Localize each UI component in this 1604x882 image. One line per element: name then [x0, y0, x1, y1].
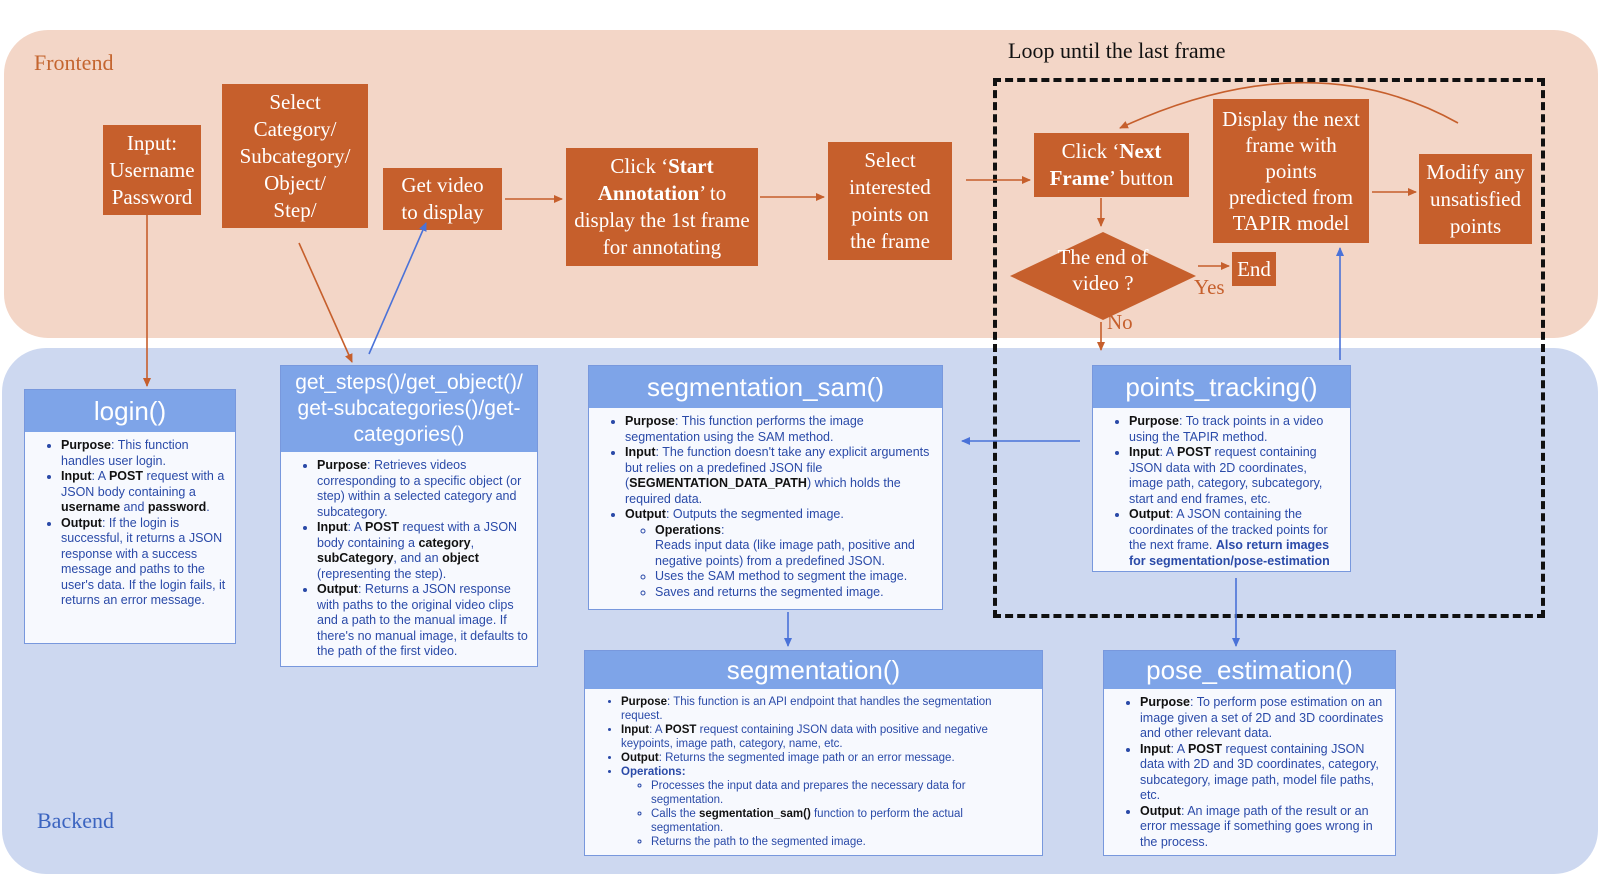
- get-steps-input: Input: A POST request with a JSON body c…: [317, 520, 529, 582]
- loop-region: [993, 78, 1545, 618]
- segmentation-sam-title: segmentation_sam(): [589, 366, 942, 408]
- arrow-loop-back: [1119, 81, 1459, 129]
- points-tracking-input: Input: A POST request containing JSON da…: [1129, 445, 1342, 507]
- segmentation-function-card: segmentation() Purpose: This function is…: [584, 650, 1043, 856]
- points-tracking-purpose: Purpose: To track points in a video usin…: [1129, 414, 1342, 445]
- pose-purpose: Purpose: To perform pose estimation on a…: [1140, 695, 1387, 742]
- points-tracking-output: Output: A JSON containing the coordinate…: [1129, 507, 1342, 569]
- pose-output: Output: An image path of the result or a…: [1140, 804, 1387, 851]
- yes-label: Yes: [1194, 275, 1225, 299]
- pose-estimation-title: pose_estimation(): [1104, 651, 1395, 689]
- pose-input: Input: A POST request containing JSON da…: [1140, 742, 1387, 804]
- get-steps-function-card: get_steps()/get_object()/ get-subcategor…: [280, 365, 538, 667]
- input-credentials-box: Input: Username Password: [103, 125, 201, 215]
- segmentation-sam-operations: Operations: Reads input data (like image…: [655, 523, 934, 570]
- login-title: login(): [25, 390, 235, 432]
- points-tracking-function-card: points_tracking() Purpose: To track poin…: [1092, 365, 1351, 572]
- login-input: Input: A POST request with a JSON body c…: [61, 469, 227, 516]
- segmentation-operations: Operations: Processes the input data and…: [621, 765, 1034, 849]
- segmentation-input: Input: A POST request containing JSON da…: [621, 723, 1034, 751]
- no-label: No: [1107, 310, 1133, 334]
- login-function-card: login() Purpose: This function handles u…: [24, 389, 236, 644]
- get-steps-output: Output: Returns a JSON response with pat…: [317, 582, 529, 660]
- segmentation-title: segmentation(): [585, 651, 1042, 689]
- modify-points-box: Modify any unsatisfied points: [1419, 154, 1532, 244]
- get-video-box: Get video to display: [383, 168, 502, 230]
- segmentation-purpose: Purpose: This function is an API endpoin…: [621, 695, 1034, 723]
- login-output: Output: If the login is successful, it r…: [61, 516, 227, 609]
- end-of-video-decision: [1010, 232, 1196, 320]
- click-start-annotation-box: Click ‘Start Annotation’ to display the …: [566, 148, 758, 266]
- segmentation-sam-purpose: Purpose: This function performs the imag…: [625, 414, 934, 445]
- pose-estimation-function-card: pose_estimation() Purpose: To perform po…: [1103, 650, 1396, 856]
- points-tracking-title: points_tracking(): [1093, 366, 1350, 408]
- click-next-frame-box: Click ‘Next Frame’ button: [1034, 133, 1189, 197]
- arrow-select-to-getsteps: [298, 242, 353, 363]
- arrow-getsteps-to-getvideo: [368, 222, 427, 355]
- segmentation-sam-input: Input: The function doesn't take any exp…: [625, 445, 934, 507]
- decision-text: The end of video ?: [1057, 245, 1149, 295]
- segmentation-op: Processes the input data and prepares th…: [651, 779, 1034, 807]
- segmentation-output: Output: Returns the segmented image path…: [621, 751, 1034, 765]
- segmentation-sam-function-card: segmentation_sam() Purpose: This functio…: [588, 365, 943, 610]
- get-steps-title: get_steps()/get_object()/ get-subcategor…: [281, 366, 537, 452]
- loop-label: Loop until the last frame: [1008, 38, 1226, 63]
- end-box: End: [1232, 252, 1276, 286]
- segmentation-sam-op: Saves and returns the segmented image.: [655, 585, 934, 601]
- select-category-box: Select Category/ Subcategory/ Object/ St…: [222, 84, 368, 228]
- get-steps-purpose: Purpose: Retrieves videos corresponding …: [317, 458, 529, 520]
- display-next-frame-box: Display the next frame with points predi…: [1213, 99, 1369, 243]
- segmentation-op: Calls the segmentation_sam() function to…: [651, 807, 1034, 835]
- segmentation-sam-output: Output: Outputs the segmented image. Ope…: [625, 507, 934, 600]
- segmentation-sam-op: Uses the SAM method to segment the image…: [655, 569, 934, 585]
- login-purpose: Purpose: This function handles user logi…: [61, 438, 227, 469]
- segmentation-op: Returns the path to the segmented image.: [651, 835, 1034, 849]
- backend-label: Backend: [37, 808, 114, 833]
- select-points-box: Select interested points on the frame: [828, 142, 952, 260]
- frontend-label: Frontend: [34, 50, 114, 75]
